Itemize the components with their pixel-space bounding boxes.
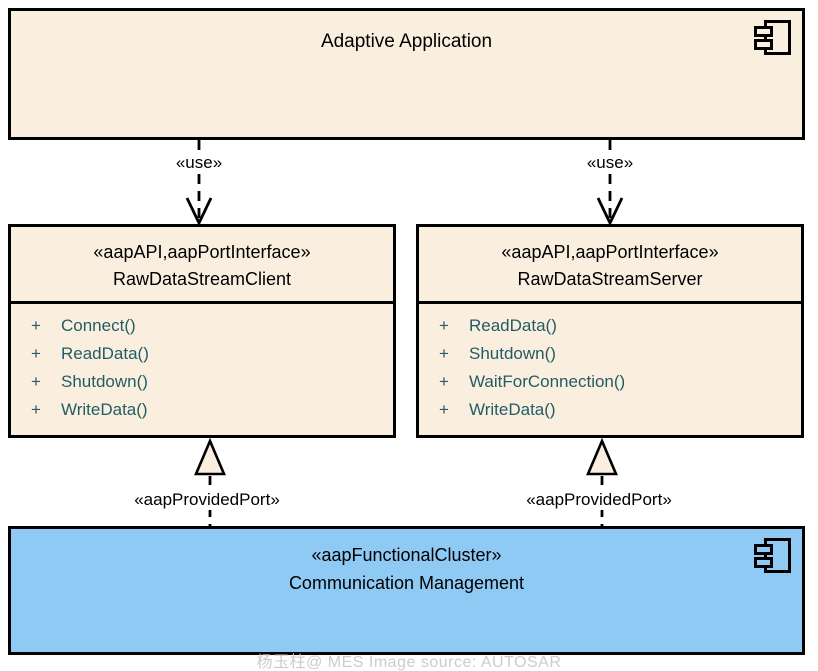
- visibility-marker: +: [439, 316, 449, 335]
- component-icon-tab: [754, 557, 773, 568]
- component-stereotype: «aapFunctionalCluster»: [311, 545, 502, 565]
- method-list: + ReadData() + Shutdown() + WaitForConnecti…: [419, 304, 801, 424]
- interface-header: «aapAPI,aapPortInterface» RawDataStreamC…: [11, 227, 393, 304]
- realization-arrow-right: [586, 438, 618, 526]
- method-name: ReadData(): [61, 344, 149, 363]
- method-row: + ReadData(): [437, 312, 793, 340]
- interface-header: «aapAPI,aapPortInterface» RawDataStreamS…: [419, 227, 801, 304]
- visibility-marker: +: [31, 400, 41, 419]
- communication-management-component: «aapFunctionalCluster» Communication Man…: [8, 526, 805, 655]
- method-name: Connect(): [61, 316, 136, 335]
- provided-port-label-right: «aapProvidedPort»: [522, 490, 676, 510]
- component-title: Communication Management: [288, 573, 525, 593]
- interface-box-rawdatastreamclient: «aapAPI,aapPortInterface» RawDataStreamC…: [8, 224, 396, 438]
- use-label-left: «use»: [171, 153, 227, 173]
- open-arrowhead: [596, 197, 624, 225]
- visibility-marker: +: [439, 344, 449, 363]
- method-row: + Shutdown(): [437, 340, 793, 368]
- method-name: WaitForConnection(): [469, 372, 626, 391]
- use-label-right: «use»: [582, 153, 638, 173]
- uml-component-icon: [754, 538, 792, 574]
- component-icon-body: [764, 20, 791, 55]
- component-icon-body: [764, 538, 791, 573]
- visibility-marker: +: [31, 316, 41, 335]
- method-row: + Shutdown(): [29, 368, 385, 396]
- method-list: + Connect() + ReadData() + Shutdown() + Writ…: [11, 304, 393, 424]
- use-dependency-arrow-left: [185, 140, 213, 225]
- visibility-marker: +: [31, 372, 41, 391]
- uml-component-icon: [754, 20, 792, 56]
- interface-stereotype: «aapAPI,aapPortInterface»: [93, 242, 311, 262]
- adaptive-application-component: Adaptive Application: [8, 8, 805, 140]
- use-dependency-arrow-right: [596, 140, 624, 225]
- visibility-marker: +: [439, 372, 449, 391]
- method-row: + WriteData(): [29, 396, 385, 424]
- interface-stereotype: «aapAPI,aapPortInterface»: [501, 242, 719, 262]
- method-name: WriteData(): [469, 400, 556, 419]
- open-arrowhead: [185, 197, 213, 225]
- component-icon-tab: [754, 39, 773, 50]
- realization-arrow-left: [194, 438, 226, 526]
- provided-port-label-left: «aapProvidedPort»: [130, 490, 284, 510]
- watermark-text: 杨玉柱@ MES Image source: AUTOSAR: [256, 654, 562, 671]
- hollow-triangle-arrowhead: [194, 438, 226, 476]
- method-name: WriteData(): [61, 400, 148, 419]
- method-name: Shutdown(): [61, 372, 148, 391]
- component-title: Adaptive Application: [320, 31, 493, 52]
- method-row: + Connect(): [29, 312, 385, 340]
- method-name: Shutdown(): [469, 344, 556, 363]
- component-icon-tab: [754, 26, 773, 37]
- hollow-triangle-arrowhead: [586, 438, 618, 476]
- interface-box-rawdatastreamserver: «aapAPI,aapPortInterface» RawDataStreamS…: [416, 224, 804, 438]
- interface-name: RawDataStreamClient: [112, 269, 292, 289]
- visibility-marker: +: [439, 400, 449, 419]
- interface-name: RawDataStreamServer: [517, 269, 703, 289]
- visibility-marker: +: [31, 344, 41, 363]
- method-row: + ReadData(): [29, 340, 385, 368]
- method-row: + WaitForConnection(): [437, 368, 793, 396]
- component-icon-tab: [754, 544, 773, 555]
- method-row: + WriteData(): [437, 396, 793, 424]
- method-name: ReadData(): [469, 316, 557, 335]
